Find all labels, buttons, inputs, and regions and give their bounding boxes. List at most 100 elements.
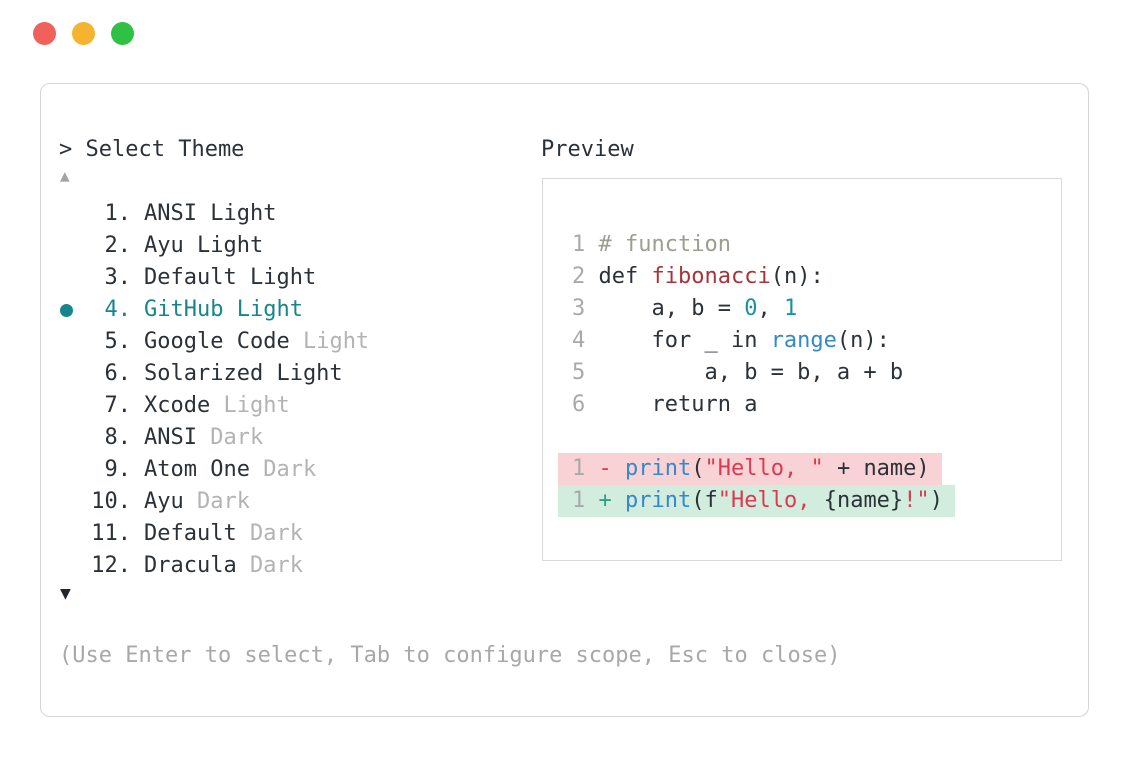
- theme-item-number: 3.: [104, 265, 132, 290]
- code-line: 3 a, b = 0, 1: [572, 293, 955, 325]
- code-line: 6 return a: [572, 389, 955, 421]
- code-segment: 5: [572, 360, 599, 385]
- code-segment: for _ in: [598, 328, 771, 353]
- theme-item-label: Xcode: [144, 393, 224, 418]
- scroll-up-indicator[interactable]: ▲: [60, 166, 70, 185]
- theme-item-number: 1.: [104, 201, 132, 226]
- help-text: (Use Enter to select, Tab to configure s…: [59, 643, 841, 668]
- code-segment: fibonacci: [651, 264, 771, 289]
- theme-item-label: Atom One: [144, 457, 264, 482]
- theme-list-item[interactable]: 12.Dracula Dark: [59, 550, 369, 582]
- theme-item-number: 12.: [91, 553, 131, 578]
- code-segment: print: [625, 456, 692, 481]
- theme-item-label: ANSI: [144, 425, 211, 450]
- theme-item-label: Default: [144, 521, 250, 546]
- code-segment: 6: [572, 392, 599, 417]
- code-segment: 1: [572, 232, 599, 257]
- code-segment: (n):: [836, 328, 890, 353]
- theme-list-item[interactable]: 6.Solarized Light: [59, 358, 369, 390]
- bullet-spacer: [59, 326, 91, 358]
- code-segment: (f: [691, 488, 718, 513]
- theme-item-label: Light: [223, 393, 290, 418]
- code-segment: !": [903, 488, 930, 513]
- theme-list-item[interactable]: 5. Google Code Light: [59, 326, 370, 358]
- code-segment: 3: [572, 296, 599, 321]
- code-segment: +: [598, 488, 625, 513]
- code-segment: "Hello,: [717, 488, 824, 513]
- bullet-spacer: [59, 518, 91, 550]
- code-line: 2 def fibonacci(n):: [572, 261, 955, 293]
- theme-item-label: GitHub Light: [144, 297, 303, 322]
- bullet-spacer: [59, 230, 91, 262]
- code-segment: return a: [598, 392, 758, 417]
- code-segment: (n):: [770, 264, 824, 289]
- theme-item-number: 9.: [104, 457, 132, 482]
- theme-list-item[interactable]: 7.Xcode Light: [59, 390, 369, 422]
- theme-list-item[interactable]: 1.ANSI Light: [59, 198, 369, 230]
- theme-list-item[interactable]: 3. Default Light: [59, 262, 369, 294]
- code-line: 1 # function: [572, 229, 955, 261]
- theme-list-item[interactable]: 10. Ayu Dark: [59, 486, 369, 518]
- theme-item-number: 10.: [91, 489, 131, 514]
- selected-bullet-icon: [59, 294, 91, 326]
- theme-item-number: 11.: [91, 521, 131, 546]
- bullet-spacer: [59, 550, 91, 582]
- code-segment: + name): [823, 456, 930, 481]
- code-segment: 1: [783, 296, 798, 321]
- code-segment: a, b =: [598, 296, 745, 321]
- theme-list-item[interactable]: 8. ANSI Dark: [59, 422, 369, 454]
- code-segment: ): [929, 488, 943, 513]
- minimize-button[interactable]: [72, 22, 95, 45]
- theme-item-number: 8.: [104, 425, 132, 450]
- bullet-spacer: [59, 422, 91, 454]
- theme-item-number: 5.: [104, 329, 132, 354]
- diff-line-added: 1 + print(f"Hello, {name}!"): [558, 485, 955, 517]
- diff-line-removed: 1 - print("Hello, " + name): [558, 453, 942, 485]
- select-theme-prompt: > Select Theme: [59, 137, 245, 162]
- theme-list-item[interactable]: 2. Ayu Light: [59, 230, 369, 262]
- bullet-spacer: [59, 390, 91, 422]
- bullet-spacer: [59, 486, 91, 518]
- code-segment: -: [598, 456, 625, 481]
- code-segment: 1: [572, 488, 599, 513]
- code-line: 5 a, b = b, a + b: [572, 357, 955, 389]
- zoom-button[interactable]: [111, 22, 134, 45]
- theme-item-number: 2.: [104, 233, 132, 258]
- theme-list-item[interactable]: 11. Default Dark: [59, 518, 369, 550]
- bullet-spacer: [59, 454, 91, 486]
- theme-item-label: Dark: [196, 489, 250, 514]
- theme-item-label: Light: [302, 329, 370, 354]
- theme-item-label: Dark: [210, 425, 264, 450]
- close-button[interactable]: [33, 22, 56, 45]
- theme-item-label: Default Light: [144, 265, 317, 290]
- code-segment: print: [625, 488, 692, 513]
- code-segment: ,: [757, 296, 784, 321]
- bullet-spacer: [59, 262, 91, 294]
- theme-item-label: Google Code: [144, 329, 303, 354]
- code-line: 4 for _ in range(n):: [572, 325, 955, 357]
- theme-list-item[interactable]: 9. Atom One Dark: [59, 454, 369, 486]
- code-segment: def: [598, 264, 652, 289]
- code-segment: 2: [572, 264, 599, 289]
- code-line: [572, 421, 955, 453]
- theme-item-label: Dark: [249, 521, 303, 546]
- code-segment: # function: [598, 232, 731, 257]
- theme-item-label: Solarized Light: [144, 361, 343, 386]
- bullet-spacer: [59, 358, 91, 390]
- theme-item-label: Dracula: [144, 553, 250, 578]
- theme-list-item[interactable]: 4. GitHub Light: [59, 294, 369, 326]
- theme-item-number: 4.: [104, 297, 132, 322]
- scroll-down-indicator[interactable]: ▼: [60, 583, 71, 604]
- code-segment: 1: [572, 456, 599, 481]
- bullet-spacer: [59, 198, 91, 230]
- code-segment: "Hello, ": [704, 456, 824, 481]
- code-segment: 0: [744, 296, 758, 321]
- theme-item-label: Dark: [263, 457, 317, 482]
- code-segment: 4: [572, 328, 599, 353]
- code-segment: a, b = b, a + b: [598, 360, 904, 385]
- code-segment: range: [770, 328, 837, 353]
- theme-item-label: Ayu: [144, 489, 197, 514]
- theme-item-label: Ayu Light: [144, 233, 264, 258]
